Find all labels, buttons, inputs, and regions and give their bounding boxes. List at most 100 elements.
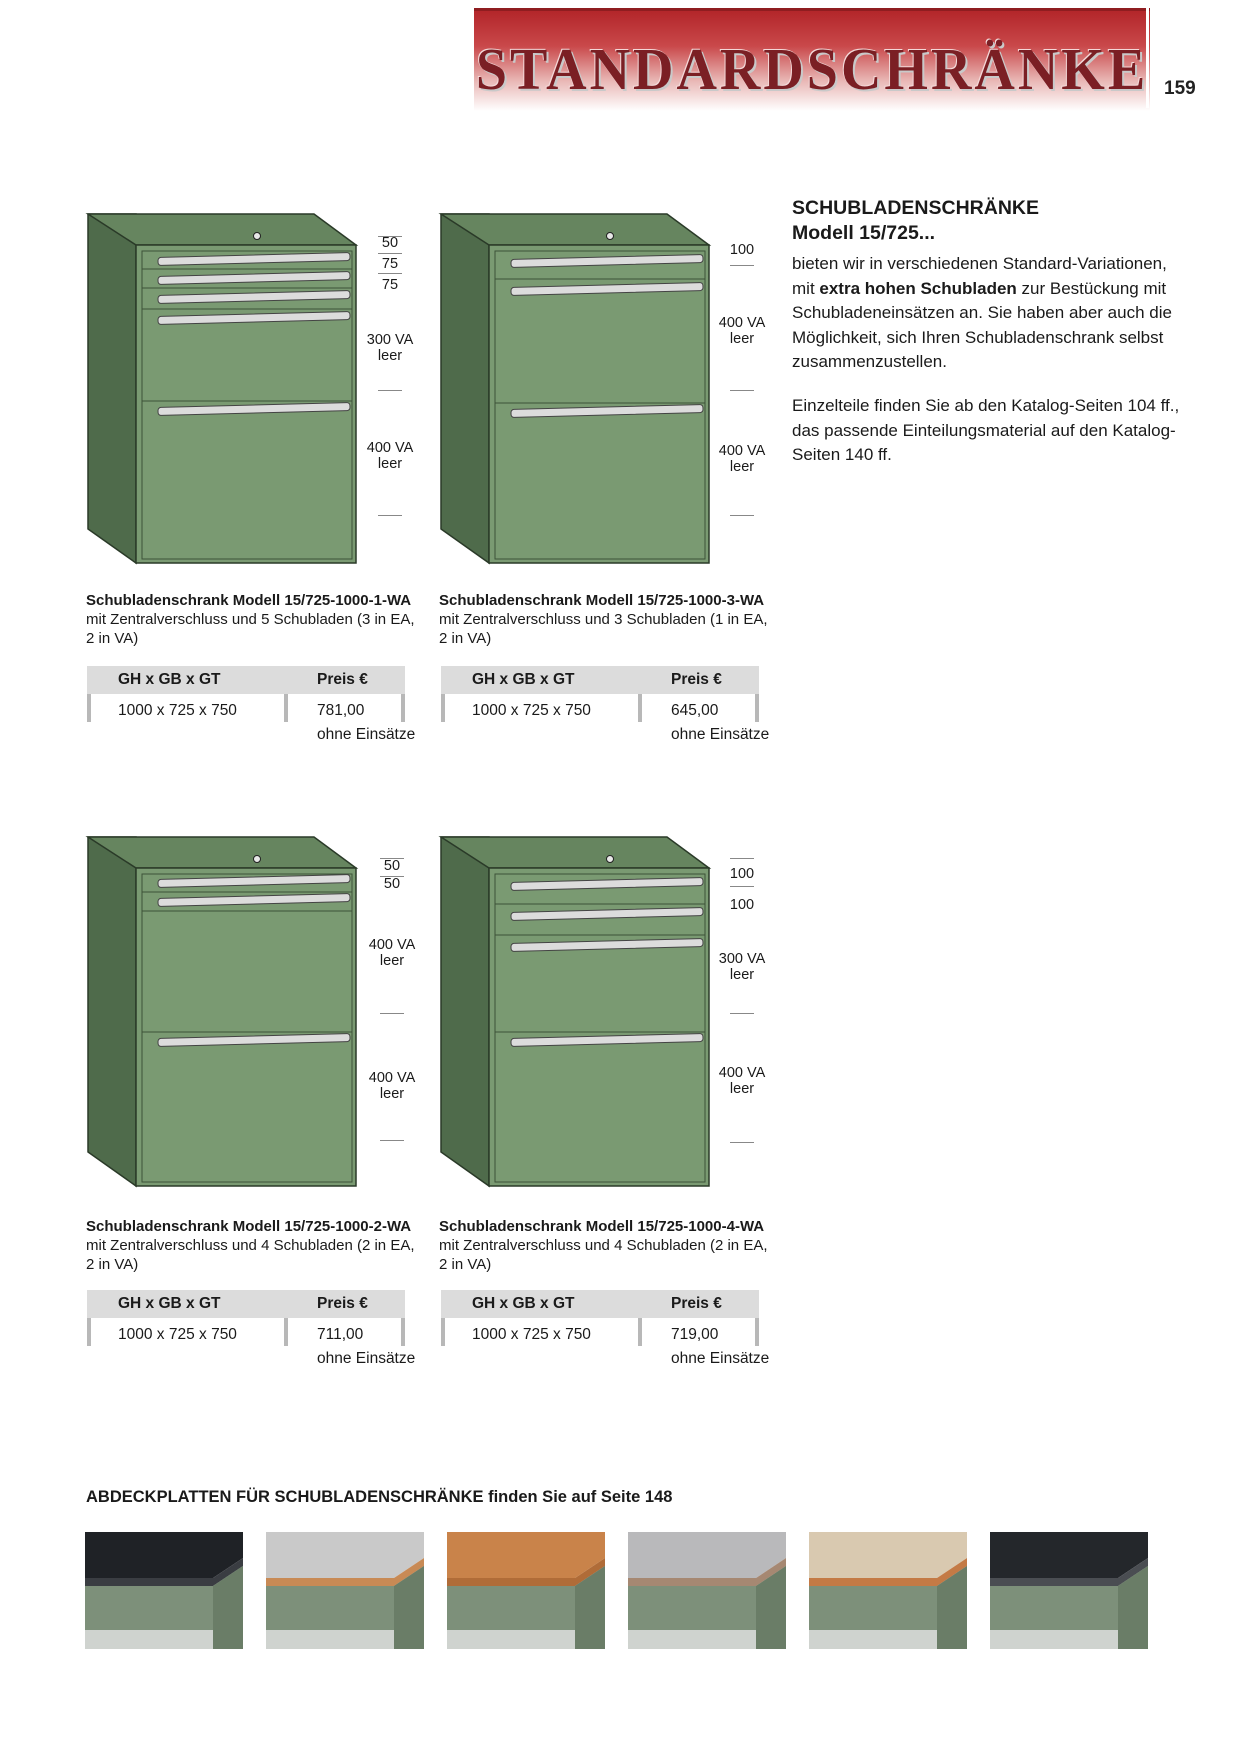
dimension-tick	[730, 265, 754, 266]
product-title: Schubladenschrank Modell 15/725-1000-2-W…	[86, 1218, 412, 1235]
drawer-label: 100	[729, 897, 755, 913]
dimension-tick	[730, 1013, 754, 1014]
page-number: 159	[1164, 78, 1196, 99]
price-table: GH x GB x GT Preis € 1000 x 725 x 750 78…	[87, 666, 415, 743]
cabinet-image-2	[437, 207, 747, 567]
drawer-label: 400 VA leer	[718, 315, 766, 347]
drawer-label: 50	[383, 858, 401, 874]
product-description: mit Zentralverschluss und 4 Schubladen (…	[86, 1237, 415, 1273]
dimension-tick	[380, 858, 404, 859]
intro-paragraph-1: bieten wir in verschiedenen Standard-Var…	[792, 252, 1182, 375]
dimension-tick	[730, 390, 754, 391]
cover-plates-heading: ABDECKPLATTEN FÜR SCHUBLADENSCHRÄNKE fin…	[86, 1488, 673, 1506]
drawer-label: 400 VA leer	[368, 937, 416, 969]
table-border	[401, 1318, 405, 1346]
drawer-label: 100	[729, 866, 755, 882]
column-header-price: Preis €	[671, 671, 722, 688]
intro-text: zur Bestückung mit Schubladeneinsätzen a…	[792, 278, 1172, 372]
intro-title-line2: Modell 15/725...	[792, 222, 936, 244]
column-header-price: Preis €	[317, 1295, 368, 1312]
dimensions-value: 1000 x 725 x 750	[118, 1326, 237, 1343]
dimensions-value: 1000 x 725 x 750	[118, 702, 237, 719]
drawer-label: 100	[729, 242, 755, 258]
price-value: 781,00	[317, 702, 365, 719]
table-border	[441, 694, 445, 722]
cover-plate-swatch	[990, 1532, 1148, 1649]
dimension-tick	[380, 1013, 404, 1014]
dimensions-value: 1000 x 725 x 750	[472, 702, 591, 719]
intro-text: bieten wir in verschiedenen Standard-Var…	[792, 254, 1167, 298]
product-description: mit Zentralverschluss und 5 Schubladen (…	[86, 611, 415, 647]
cabinet-image-4	[437, 830, 747, 1190]
price-note: ohne Einsätze	[671, 1350, 770, 1367]
header-banner	[474, 8, 1150, 111]
cabinet-image-1	[84, 207, 394, 567]
intro-title: SCHUBLADENSCHRÄNKE Modell 15/725...	[792, 196, 1039, 246]
cover-plate-swatch	[628, 1532, 786, 1649]
price-note: ohne Einsätze	[671, 726, 770, 743]
table-header-row	[87, 666, 405, 694]
drawer-label: 300 VA leer	[718, 951, 766, 983]
price-table: GH x GB x GT Preis € 1000 x 725 x 750 71…	[441, 1290, 769, 1367]
price-note: ohne Einsätze	[317, 726, 416, 743]
price-value: 711,00	[317, 1326, 364, 1343]
header-divider	[1146, 8, 1149, 108]
column-header-price: Preis €	[671, 1295, 722, 1312]
dimension-tick	[730, 886, 754, 887]
drawer-label: 400 VA leer	[366, 440, 414, 472]
price-table: GH x GB x GT Preis € 1000 x 725 x 750 71…	[87, 1290, 415, 1367]
table-border	[638, 1318, 642, 1346]
drawer-label: 50	[383, 876, 401, 892]
table-border	[87, 1318, 91, 1346]
drawer-label: 75	[381, 256, 399, 272]
price-value: 645,00	[671, 702, 719, 719]
column-header-dimensions: GH x GB x GT	[118, 1295, 221, 1312]
product-title: Schubladenschrank Modell 15/725-1000-1-W…	[86, 592, 412, 609]
table-header-row	[441, 1290, 759, 1318]
intro-highlight: extra hohen Schubladen	[819, 278, 1017, 298]
product-title: Schubladenschrank Modell 15/725-1000-4-W…	[439, 1218, 765, 1235]
table-border	[441, 1318, 445, 1346]
table-border	[401, 694, 405, 722]
drawer-label: 400 VA leer	[718, 443, 766, 475]
dimension-tick	[378, 253, 402, 254]
column-header-dimensions: GH x GB x GT	[472, 1295, 575, 1312]
intro-title-line1: SCHUBLADENSCHRÄNKE	[792, 197, 1040, 219]
product-description: mit Zentralverschluss und 4 Schubladen (…	[439, 1237, 768, 1273]
table-header-row	[87, 1290, 405, 1318]
dimension-tick	[380, 876, 404, 877]
dimension-tick	[378, 515, 402, 516]
cover-plate-swatch	[266, 1532, 424, 1649]
table-header-row	[441, 666, 759, 694]
page-title: STANDARDSCHRÄNKE	[475, 37, 1149, 103]
drawer-label: 50	[381, 235, 399, 251]
product-description: mit Zentralverschluss und 3 Schubladen (…	[439, 611, 768, 647]
dimension-tick	[730, 858, 754, 859]
cover-plate-swatch	[85, 1532, 243, 1649]
product-title: Schubladenschrank Modell 15/725-1000-3-W…	[439, 592, 765, 609]
price-note: ohne Einsätze	[317, 1350, 416, 1367]
cover-plate-swatch	[809, 1532, 967, 1649]
dimension-tick	[378, 273, 402, 274]
dimension-tick	[730, 515, 754, 516]
dimension-tick	[378, 236, 402, 237]
dimension-tick	[730, 1142, 754, 1143]
cabinet-image-3	[84, 830, 394, 1190]
table-border	[638, 694, 642, 722]
drawer-label: 75	[381, 277, 399, 293]
table-border	[755, 694, 759, 722]
column-header-dimensions: GH x GB x GT	[472, 671, 575, 688]
intro-paragraph-2: Einzelteile finden Sie ab den Katalog-Se…	[792, 396, 1180, 464]
drawer-label: 400 VA leer	[368, 1070, 416, 1102]
drawer-label: 300 VA leer	[366, 332, 414, 364]
column-header-dimensions: GH x GB x GT	[118, 671, 221, 688]
dimension-tick	[378, 390, 402, 391]
dimension-tick	[380, 1140, 404, 1141]
table-border	[284, 694, 288, 722]
table-border	[87, 694, 91, 722]
dimensions-value: 1000 x 725 x 750	[472, 1326, 591, 1343]
column-header-price: Preis €	[317, 671, 368, 688]
table-border	[284, 1318, 288, 1346]
drawer-label: 400 VA leer	[718, 1065, 766, 1097]
table-border	[755, 1318, 759, 1346]
